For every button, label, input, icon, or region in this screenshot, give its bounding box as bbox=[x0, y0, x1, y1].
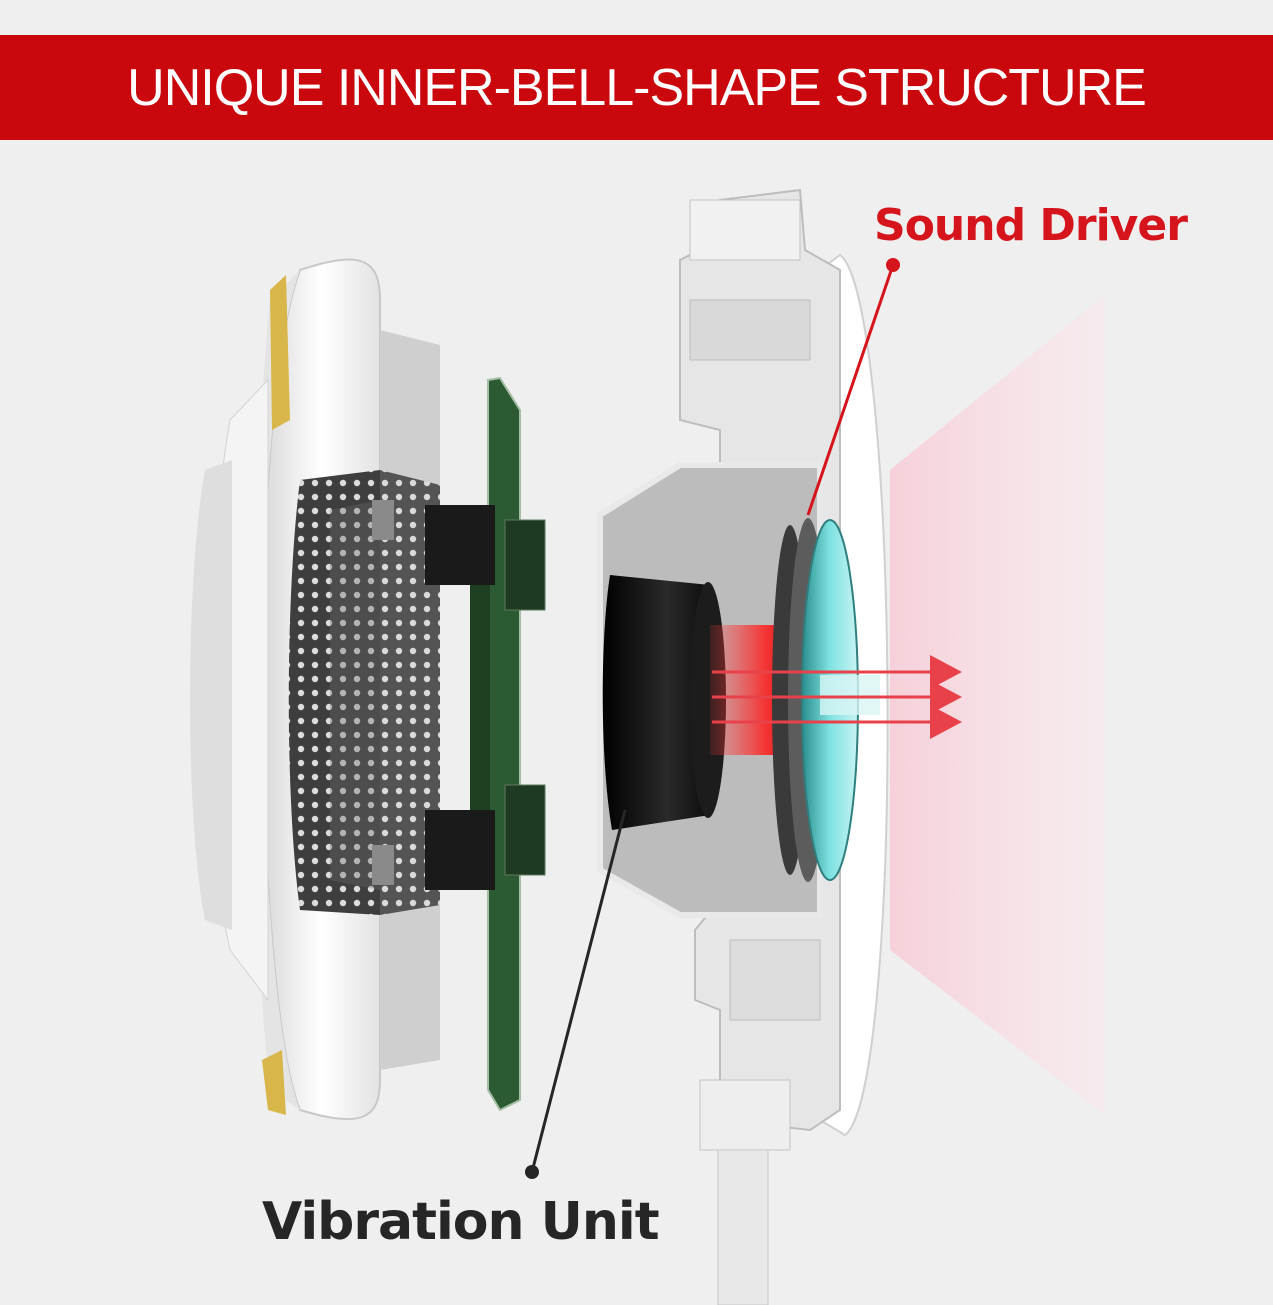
sound-wave-arrows-icon bbox=[712, 655, 962, 739]
sound-driver-lens-icon bbox=[772, 518, 880, 882]
title-banner: UNIQUE INNER-BELL-SHAPE STRUCTURE bbox=[0, 35, 1273, 140]
mesh-grille-icon bbox=[288, 470, 440, 915]
sound-driver-label: Sound Driver bbox=[874, 200, 1188, 251]
vibration-unit-label: Vibration Unit bbox=[262, 1192, 660, 1252]
banner-title: UNIQUE INNER-BELL-SHAPE STRUCTURE bbox=[127, 58, 1147, 117]
vibration-unit-leader bbox=[525, 809, 627, 1179]
sound-beam bbox=[890, 295, 1105, 1115]
sound-driver-leader bbox=[806, 258, 900, 516]
circuit-board-icon bbox=[425, 376, 546, 1112]
